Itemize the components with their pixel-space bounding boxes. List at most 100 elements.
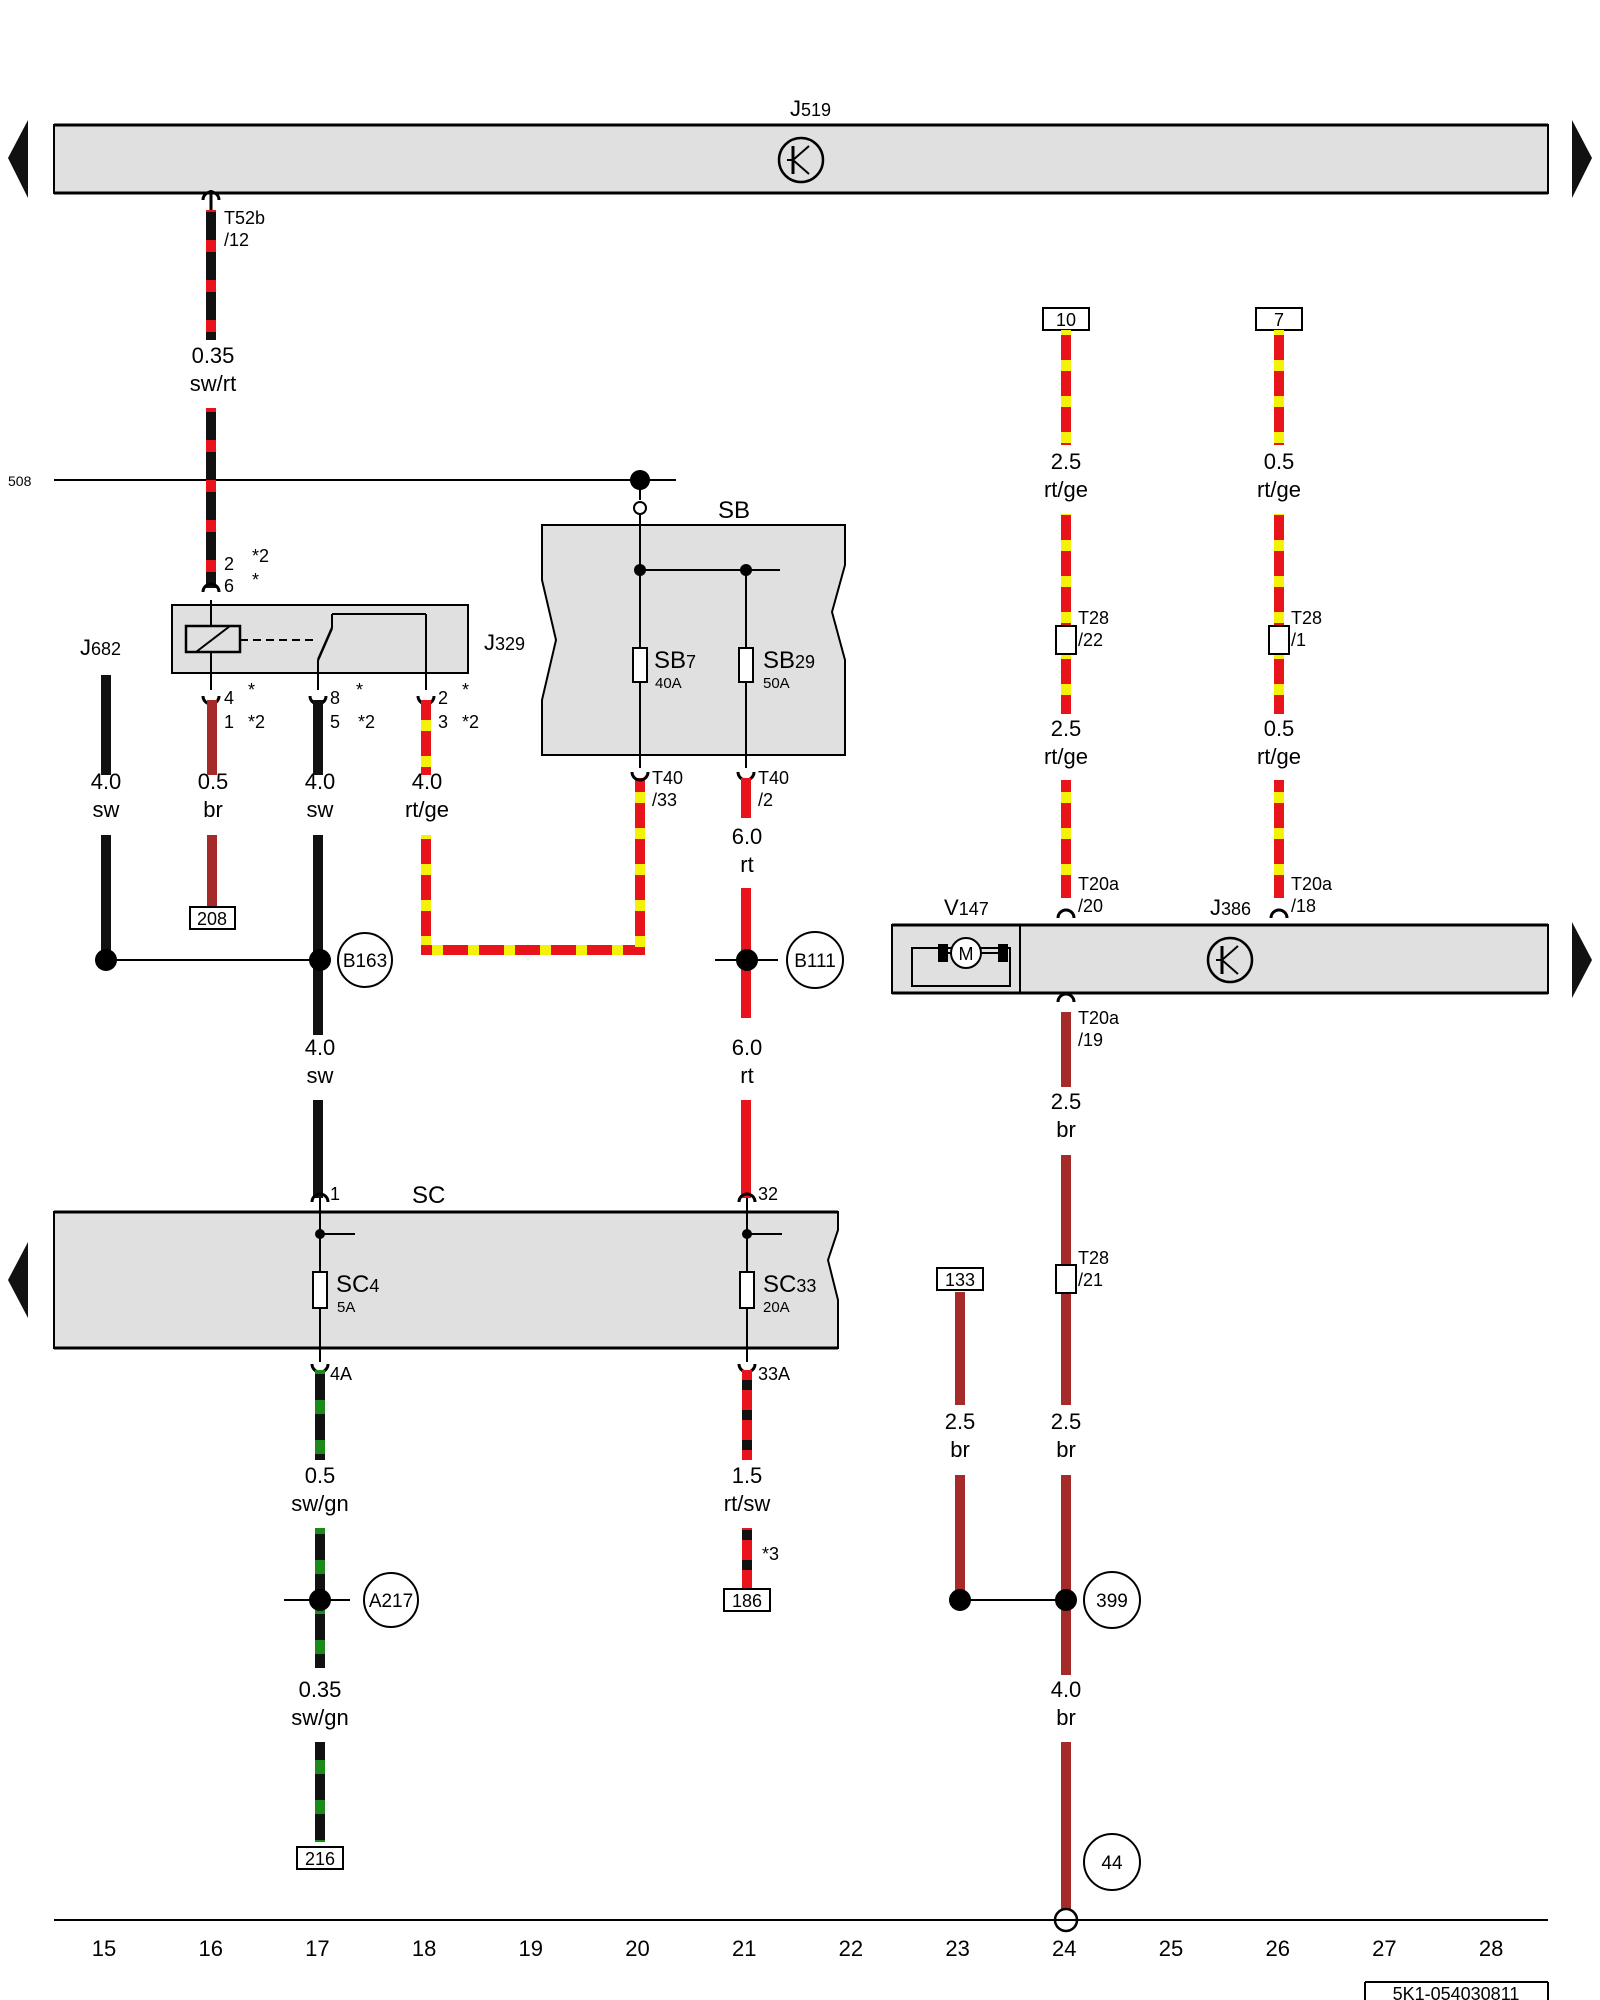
node-b163 [337,932,393,988]
svg-text:M: M [959,944,974,964]
svg-text:sw/gn: sw/gn [291,1705,348,1730]
control-unit-j519: J519 [8,96,1592,198]
svg-text:T28: T28 [1078,608,1109,628]
svg-text:2: 2 [224,554,234,574]
svg-text:186: 186 [732,1591,762,1611]
svg-text:2.5: 2.5 [1051,1089,1082,1114]
svg-text:A217: A217 [369,1591,413,1612]
grid-number: 25 [1159,1936,1183,1961]
svg-text:2.5: 2.5 [1051,1409,1082,1434]
svg-text:T20a: T20a [1078,1008,1120,1028]
wire-color: sw/rt [190,371,236,396]
grid-number: 16 [198,1936,222,1961]
svg-text:br: br [203,797,223,822]
ground-ref-label: 508 [8,473,32,489]
svg-text:*: * [248,680,255,700]
left-arrow-icon [8,1242,28,1318]
svg-text:3: 3 [438,712,448,732]
svg-text:6.0: 6.0 [732,1035,763,1060]
svg-text:4.0: 4.0 [412,769,443,794]
wire-col16: T52b /12 0.35 sw/rt 2 *2 6 * [190,190,269,596]
svg-text:33A: 33A [758,1364,790,1384]
svg-text:2: 2 [438,688,448,708]
wire-size: 0.35 [192,343,235,368]
svg-text:/18: /18 [1291,896,1316,916]
grid-number: 21 [732,1936,756,1961]
svg-text:2.5: 2.5 [1051,716,1082,741]
svg-text:rt/ge: rt/ge [1257,477,1301,502]
motor-icon: M [911,937,1011,987]
svg-text:0.5: 0.5 [1264,716,1295,741]
fuse-icon [738,647,754,683]
t52b-label: T52b [224,208,265,228]
svg-text:/19: /19 [1078,1030,1103,1050]
svg-text:6.0: 6.0 [732,824,763,849]
fuse-icon [312,1271,328,1309]
grid-number: 28 [1479,1936,1503,1961]
svg-text:sw: sw [93,797,120,822]
grid-number: 26 [1265,1936,1289,1961]
svg-text:0.35: 0.35 [299,1677,342,1702]
j682-label: J682 [80,635,121,660]
node-b111 [786,931,844,989]
document-id: 5K1-054030811 [1393,1984,1520,2000]
svg-text:*: * [252,570,259,590]
grid-number: 20 [625,1936,649,1961]
ref-box-133 [936,1267,984,1291]
svg-text:133: 133 [945,1270,975,1290]
node-a217 [363,1572,419,1628]
svg-text:rt/ge: rt/ge [1257,744,1301,769]
grid-number: 27 [1372,1936,1396,1961]
svg-text:/33: /33 [652,790,677,810]
svg-text:T28: T28 [1078,1248,1109,1268]
svg-text:br: br [1056,1705,1076,1730]
svg-text:sw/gn: sw/gn [291,1491,348,1516]
svg-text:rt/ge: rt/ge [405,797,449,822]
grid-number: 19 [519,1936,543,1961]
connector-icon [1055,625,1077,655]
svg-text:*2: *2 [358,712,375,732]
svg-text:7: 7 [1274,310,1284,330]
svg-text:1.5: 1.5 [732,1463,763,1488]
grid-number: 23 [945,1936,969,1961]
svg-text:216: 216 [305,1849,335,1869]
svg-text:B163: B163 [343,951,387,972]
svg-text:4.0: 4.0 [305,769,336,794]
svg-text:4A: 4A [330,1364,352,1384]
svg-text:*: * [462,680,469,700]
svg-text:/2: /2 [758,790,773,810]
svg-text:32: 32 [758,1184,778,1204]
v147-label: V147 [944,895,989,920]
svg-text:B111: B111 [794,951,836,972]
svg-text:/20: /20 [1078,896,1103,916]
svg-text:SB: SB [718,497,750,524]
right-arrow-icon [1572,922,1592,998]
svg-text:*2: *2 [252,546,269,566]
svg-text:rt: rt [740,852,753,877]
j329-label: J329 [484,630,525,655]
svg-text:br: br [950,1437,970,1462]
svg-text:2.5: 2.5 [1051,449,1082,474]
connector-icon [1268,625,1290,655]
j519-label: J519 [790,96,831,121]
node-44 [1083,1833,1141,1891]
svg-text:T20a: T20a [1078,874,1120,894]
svg-text:/1: /1 [1291,630,1306,650]
svg-text:*: * [356,680,363,700]
grid-number: 24 [1052,1936,1076,1961]
control-unit-j386: M V147 J386 [891,895,1592,998]
sc33-label: SC33 [763,1271,816,1298]
svg-text:10: 10 [1056,310,1076,330]
svg-text:SC: SC [412,1182,445,1209]
svg-text:40A: 40A [655,675,682,692]
svg-text:br: br [1056,1437,1076,1462]
svg-text:6: 6 [224,576,234,596]
svg-text:*2: *2 [462,712,479,732]
svg-text:rt/ge: rt/ge [1044,744,1088,769]
svg-text:399: 399 [1096,1591,1128,1612]
fuse-icon [739,1271,755,1309]
svg-text:4.0: 4.0 [305,1035,336,1060]
svg-text:sw: sw [307,1063,334,1088]
right-arrow-icon [1572,120,1592,198]
